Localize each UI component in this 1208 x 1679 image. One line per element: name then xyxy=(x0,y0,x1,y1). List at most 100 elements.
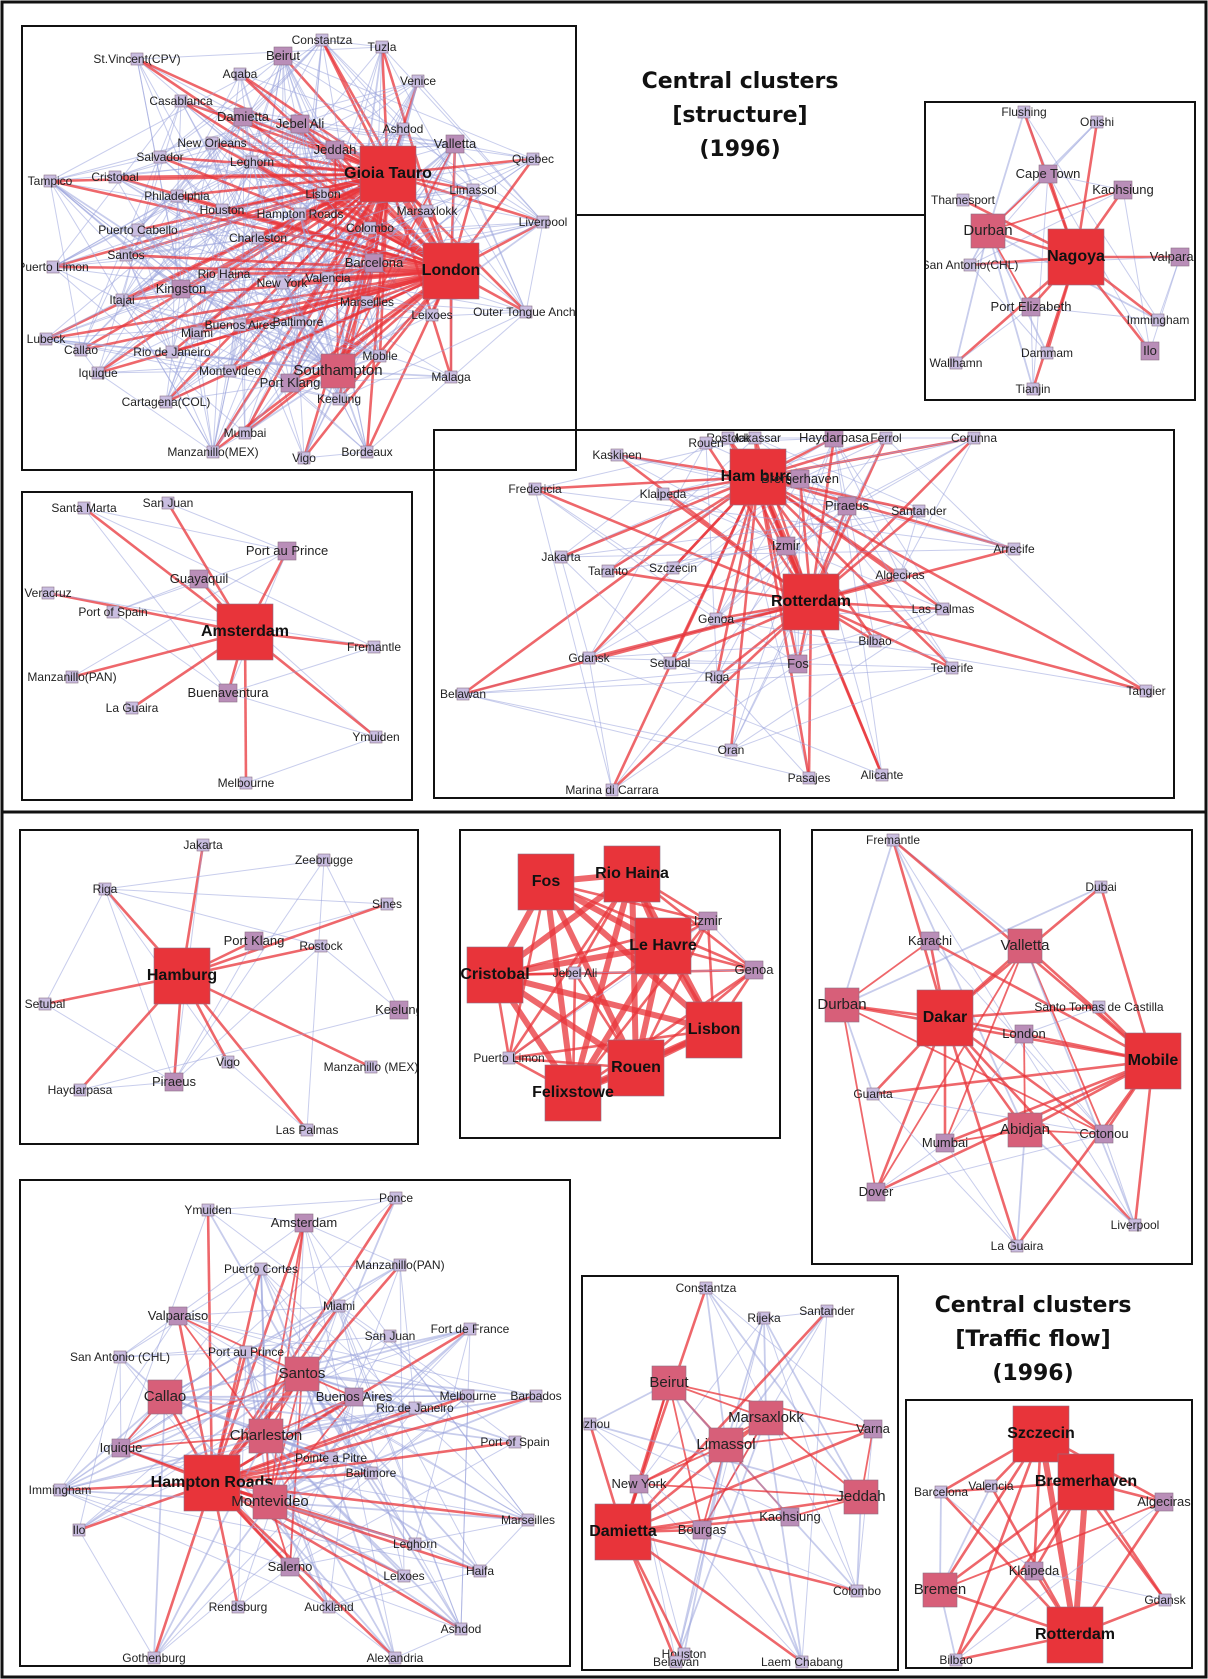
port-label: Puerto Limon xyxy=(17,260,88,274)
port-node xyxy=(967,431,981,445)
network-edge xyxy=(114,176,283,284)
network-edge xyxy=(1038,1433,1078,1636)
port-node xyxy=(205,136,219,150)
port-node xyxy=(73,1083,87,1097)
port-label: Marina di Carrara xyxy=(565,783,659,797)
port-node xyxy=(1092,1000,1106,1014)
port-label: Iquique xyxy=(78,366,118,380)
network-edge xyxy=(338,1305,469,1397)
port-label: Onishi xyxy=(1080,115,1114,129)
network-edge xyxy=(52,237,259,268)
port-label: Ilo xyxy=(1143,343,1157,358)
network-edge xyxy=(572,968,755,1095)
port-label: Gdansk xyxy=(1144,1593,1186,1607)
port-node xyxy=(461,1389,475,1403)
port-label: Damietta xyxy=(589,1523,657,1540)
network-edge xyxy=(462,693,810,779)
edges xyxy=(44,844,400,1131)
port-node xyxy=(1014,1024,1034,1044)
port-label: Tuzla xyxy=(368,40,397,54)
port-label: Charleston xyxy=(230,1427,303,1444)
network-edge xyxy=(251,161,301,215)
network-edge xyxy=(454,143,534,160)
network-edge xyxy=(104,859,325,890)
port-label: Rouen xyxy=(611,1059,661,1076)
network-edge xyxy=(1023,1033,1105,1135)
port-label: Ashdod xyxy=(441,1622,482,1636)
network-edge xyxy=(265,1435,330,1608)
cluster-frame xyxy=(21,491,413,801)
port-node xyxy=(297,451,311,465)
port-label: Tianjin xyxy=(1016,382,1051,396)
network-edge xyxy=(337,370,452,378)
network-edge xyxy=(83,507,375,648)
port-node xyxy=(956,193,970,207)
network-edge xyxy=(269,1501,330,1608)
port-node xyxy=(1128,1218,1142,1232)
network-edge xyxy=(245,736,377,784)
port-label: Santos xyxy=(279,1365,326,1382)
port-label: Mumbai xyxy=(922,1135,968,1150)
cluster-frame xyxy=(811,829,1193,1265)
port-label: San Juan xyxy=(365,1329,416,1343)
network-edge xyxy=(891,839,947,1019)
network-edge xyxy=(59,1373,303,1491)
network-edge xyxy=(330,1328,471,1459)
network-edge xyxy=(177,1315,469,1397)
network-edge xyxy=(1032,173,1049,390)
network-edge xyxy=(365,173,390,453)
port-node xyxy=(408,1537,422,1551)
network-edge xyxy=(47,592,375,648)
port-node xyxy=(317,853,331,867)
port-node xyxy=(41,586,55,600)
edges xyxy=(588,1287,874,1664)
port-label: Cartagena(COL) xyxy=(122,395,211,409)
port-node xyxy=(1024,1561,1044,1581)
port-node xyxy=(936,602,950,616)
port-node xyxy=(254,1262,268,1276)
port-label: Dammam xyxy=(1021,346,1073,360)
port-node xyxy=(408,1401,422,1415)
network-edge xyxy=(45,227,371,340)
network-edge xyxy=(164,1396,516,1443)
port-node xyxy=(601,564,615,578)
network-edge xyxy=(52,195,178,268)
port-node xyxy=(171,279,191,299)
network-edge xyxy=(846,505,944,610)
network-edge xyxy=(301,1373,537,1397)
port-label: Port Elizabeth xyxy=(991,299,1072,314)
port-node xyxy=(651,1365,687,1401)
network-edge xyxy=(125,123,301,256)
port-node xyxy=(699,436,713,450)
network-edge xyxy=(987,230,1034,390)
port-label: Itajai xyxy=(109,293,134,307)
port-node xyxy=(364,1466,378,1480)
port-label: Taranto xyxy=(588,564,628,578)
network-edge xyxy=(177,1315,303,1375)
port-node xyxy=(963,258,977,272)
port-label: La Guaira xyxy=(106,701,159,715)
network-edge xyxy=(462,667,953,695)
port-label: New York xyxy=(257,276,309,290)
port-node xyxy=(422,242,480,300)
network-edge xyxy=(49,180,368,453)
port-node xyxy=(130,52,144,66)
port-label: Valparaiso xyxy=(1150,249,1208,264)
network-edge xyxy=(525,221,544,313)
port-node xyxy=(217,267,231,281)
port-node xyxy=(868,634,882,648)
network-edge xyxy=(165,288,182,403)
port-node xyxy=(669,1655,683,1669)
network-edge xyxy=(251,161,329,279)
port-node xyxy=(529,1389,543,1403)
port-node xyxy=(582,651,596,665)
network-edge xyxy=(137,229,259,239)
network-edge xyxy=(159,55,284,158)
network-edge xyxy=(841,886,1102,1006)
cluster-frame xyxy=(19,829,419,1145)
network-edge xyxy=(47,591,246,634)
